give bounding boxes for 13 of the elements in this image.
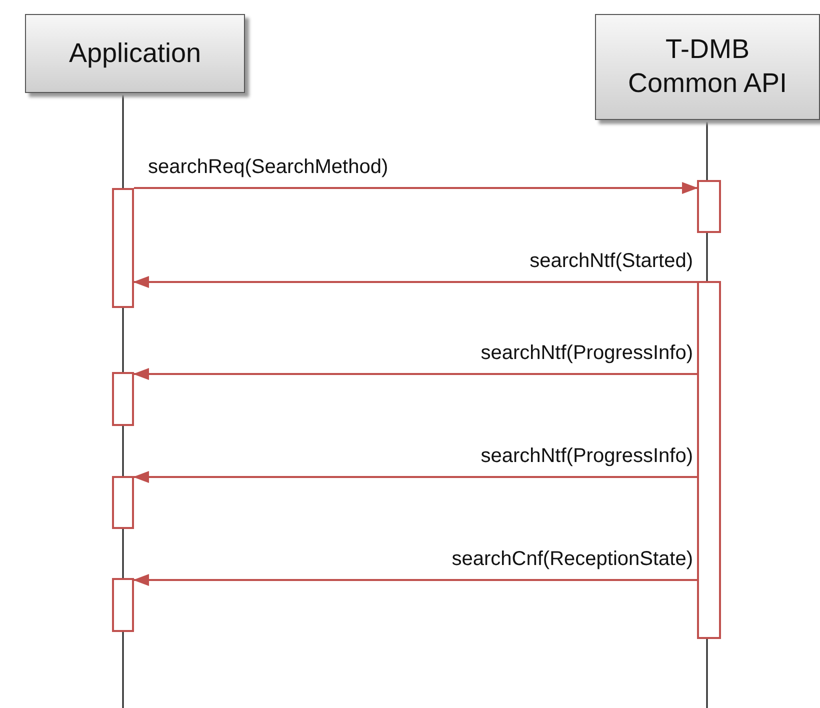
message-arrow: [134, 182, 698, 194]
activation-bar: [112, 578, 134, 632]
activation-bar: [112, 372, 134, 426]
participant-box: Application: [25, 14, 245, 93]
participant-box: T-DMB Common API: [595, 14, 820, 120]
activation-bar: [697, 281, 721, 639]
activation-bar: [697, 180, 721, 233]
activation-bar: [112, 476, 134, 529]
message-arrow: [133, 574, 697, 586]
message-arrow: [133, 276, 697, 288]
activation-bar: [112, 188, 134, 308]
message-arrow: [133, 368, 697, 380]
message-arrow: [133, 471, 697, 483]
